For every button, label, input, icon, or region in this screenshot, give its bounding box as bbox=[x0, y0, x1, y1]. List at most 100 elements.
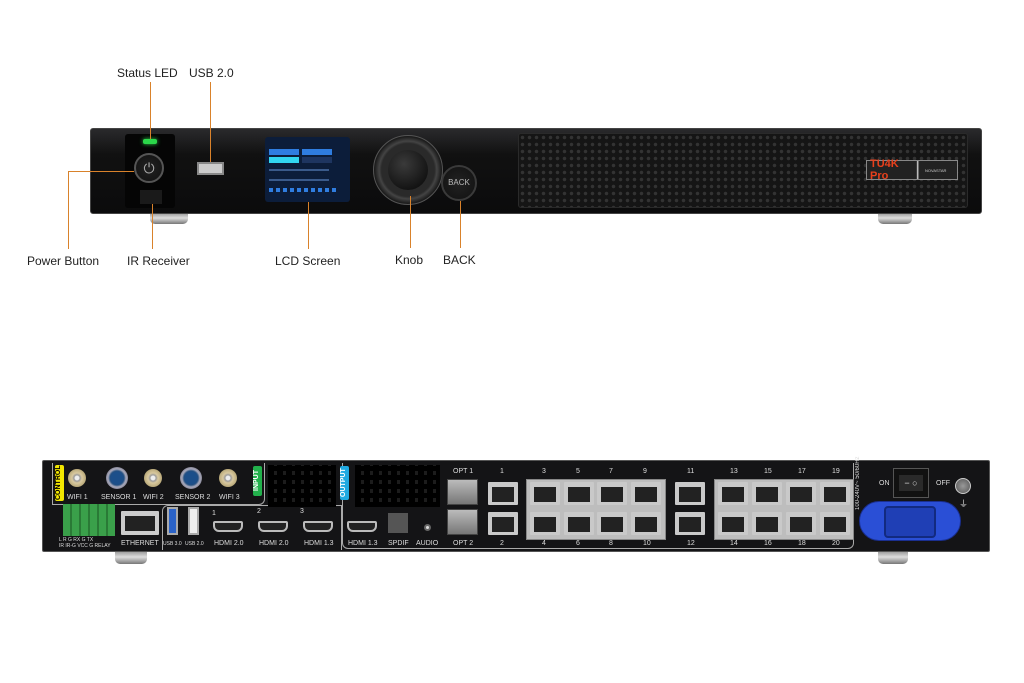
port-number-label: 1 bbox=[500, 468, 504, 475]
rj45-port-2[interactable] bbox=[488, 512, 518, 535]
rear-vent bbox=[355, 465, 440, 507]
port-number-label: 16 bbox=[764, 540, 772, 547]
hdmi-in-1-port[interactable] bbox=[213, 521, 243, 532]
rj45-port-16[interactable] bbox=[752, 512, 782, 535]
input-tag: INPUT bbox=[253, 466, 262, 496]
callout-line bbox=[410, 196, 411, 248]
callout-line bbox=[150, 82, 151, 139]
rj45-port-9[interactable] bbox=[631, 482, 661, 505]
port-number-label: 2 bbox=[500, 540, 504, 547]
wifi-1-port[interactable] bbox=[68, 469, 86, 487]
port-number-label: 14 bbox=[730, 540, 738, 547]
audio-label: AUDIO bbox=[416, 540, 439, 547]
callout-back: BACK bbox=[443, 253, 476, 267]
rj45-port-18[interactable] bbox=[786, 512, 816, 535]
hdmi-in-1-label: HDMI 2.0 bbox=[214, 540, 244, 547]
hdmi-out-label: HDMI 1.3 bbox=[348, 540, 378, 547]
callout-line bbox=[210, 82, 211, 162]
ground-icon: ⏚ bbox=[959, 499, 969, 509]
terminal-bottom-label: IR IR-G VCC G RELAY bbox=[59, 543, 111, 549]
wifi-3-label: WIFI 3 bbox=[219, 494, 240, 501]
port-number-label: 17 bbox=[798, 468, 806, 475]
hdmi-out-port[interactable] bbox=[347, 521, 377, 532]
rj45-port-19[interactable] bbox=[820, 482, 850, 505]
rj45-port-8[interactable] bbox=[597, 512, 627, 535]
callout-line bbox=[308, 202, 309, 249]
port-number-label: 6 bbox=[576, 540, 580, 547]
wifi-2-port[interactable] bbox=[144, 469, 162, 487]
rj45-port-11[interactable] bbox=[675, 482, 705, 505]
front-foot-right bbox=[878, 212, 912, 224]
port-number-label: 9 bbox=[643, 468, 647, 475]
output-tag: OUTPUT bbox=[340, 466, 349, 500]
rear-vent bbox=[268, 465, 336, 507]
callout-power-button: Power Button bbox=[27, 254, 100, 268]
rj45-port-20[interactable] bbox=[820, 512, 850, 535]
opt1-port[interactable] bbox=[447, 479, 478, 505]
port-number-label: 8 bbox=[609, 540, 613, 547]
port-number-label: 12 bbox=[687, 540, 695, 547]
wifi-2-label: WIFI 2 bbox=[143, 494, 164, 501]
rj45-port-1[interactable] bbox=[488, 482, 518, 505]
hdmi-in-3-port[interactable] bbox=[303, 521, 333, 532]
control-tag: CONTROL bbox=[55, 465, 64, 501]
sensor-1-port[interactable] bbox=[106, 467, 128, 489]
rj45-port-17[interactable] bbox=[786, 482, 816, 505]
port-number-label: 15 bbox=[764, 468, 772, 475]
lcd-screen bbox=[265, 137, 350, 202]
port-number-label: 10 bbox=[643, 540, 651, 547]
switch-off-label: OFF bbox=[936, 480, 950, 487]
rear-foot-right bbox=[878, 550, 908, 564]
port-number-label: 20 bbox=[832, 540, 840, 547]
sensor-1-label: SENSOR 1 bbox=[101, 494, 137, 501]
rj45-port-15[interactable] bbox=[752, 482, 782, 505]
rj45-port-14[interactable] bbox=[718, 512, 748, 535]
front-foot-left bbox=[150, 212, 188, 224]
usb3-port[interactable] bbox=[167, 507, 178, 535]
knob[interactable] bbox=[388, 150, 428, 190]
model-logo: TU4K Pro bbox=[870, 158, 899, 182]
port-number-label: 18 bbox=[798, 540, 806, 547]
wifi-1-label: WIFI 1 bbox=[67, 494, 88, 501]
callout-line bbox=[152, 204, 153, 249]
switch-on-label: ON bbox=[879, 480, 890, 487]
power-button[interactable]: ⏻ bbox=[134, 153, 164, 183]
wifi-3-port[interactable] bbox=[219, 469, 237, 487]
rj45-port-6[interactable] bbox=[564, 512, 594, 535]
hdmi-in-2-port[interactable] bbox=[258, 521, 288, 532]
callout-knob: Knob bbox=[395, 253, 424, 267]
rj45-port-3[interactable] bbox=[530, 482, 560, 505]
port-number-label: 5 bbox=[576, 468, 580, 475]
usb2-label: USB 2.0 bbox=[185, 541, 204, 547]
spdif-port[interactable] bbox=[388, 513, 408, 533]
rj45-port-7[interactable] bbox=[597, 482, 627, 505]
port-number-label: 19 bbox=[832, 468, 840, 475]
power-switch[interactable]: − ○ bbox=[893, 468, 929, 498]
brand-logo: NOVASTAR bbox=[925, 167, 947, 173]
power-inlet[interactable] bbox=[859, 501, 961, 541]
hdmi-in-3-label: HDMI 1.3 bbox=[304, 540, 334, 547]
port-number-label: 13 bbox=[730, 468, 738, 475]
port-number-label: 4 bbox=[542, 540, 546, 547]
back-button[interactable]: BACK bbox=[441, 165, 477, 201]
usb2-port[interactable] bbox=[188, 507, 199, 535]
rj45-port-5[interactable] bbox=[564, 482, 594, 505]
rj45-port-10[interactable] bbox=[631, 512, 661, 535]
ethernet-port[interactable] bbox=[121, 511, 159, 535]
rj45-port-13[interactable] bbox=[718, 482, 748, 505]
rj45-port-12[interactable] bbox=[675, 512, 705, 535]
rj45-port-4[interactable] bbox=[530, 512, 560, 535]
audio-jack[interactable] bbox=[424, 524, 431, 531]
hdmi-in-1-number: 1 bbox=[212, 510, 216, 517]
hdmi-in-2-number: 2 bbox=[257, 508, 261, 515]
ground-screw bbox=[955, 478, 971, 494]
opt1-label: OPT 1 bbox=[453, 468, 474, 475]
usb-port-front[interactable] bbox=[197, 162, 224, 175]
terminal-block[interactable] bbox=[63, 504, 115, 536]
rear-foot-left bbox=[115, 550, 147, 564]
callout-usb: USB 2.0 bbox=[189, 66, 234, 80]
callout-lcd-screen: LCD Screen bbox=[275, 254, 341, 268]
opt2-port[interactable] bbox=[447, 509, 478, 535]
sensor-2-port[interactable] bbox=[180, 467, 202, 489]
control-outline bbox=[52, 463, 265, 505]
